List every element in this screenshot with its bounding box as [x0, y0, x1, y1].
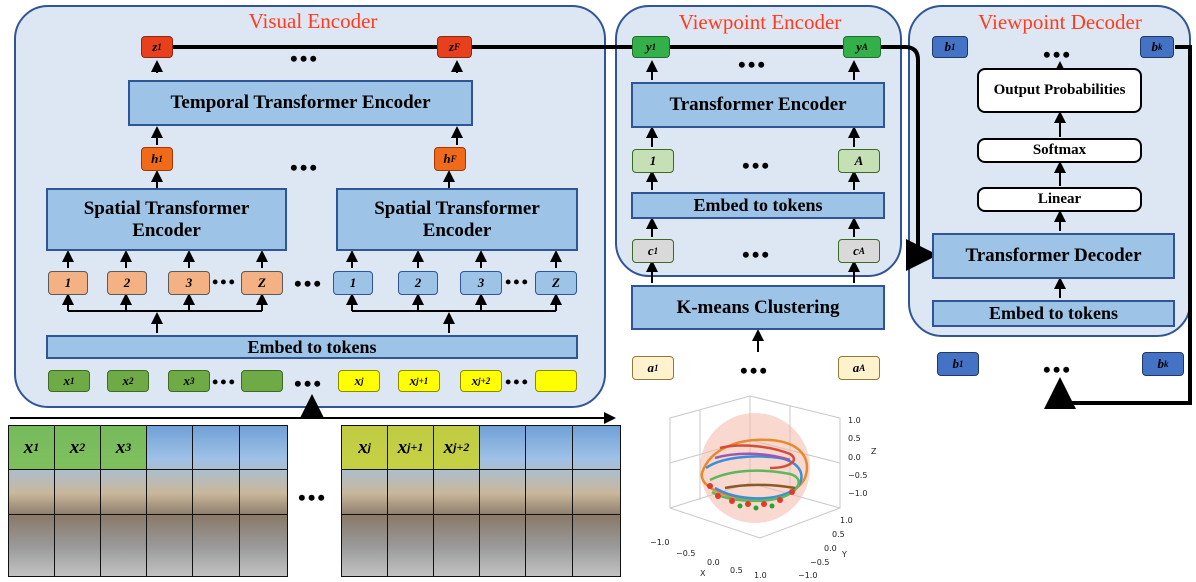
z-axis-label: Z	[871, 447, 877, 456]
viewpoint-decoder-title: Viewpoint Decoder	[978, 10, 1142, 34]
x-tick--0.5: −0.5	[676, 549, 696, 558]
y-tick-0.5: 0.5	[832, 530, 845, 539]
viewpoint-embed-to-tokens-block: Embed to tokens	[631, 192, 885, 219]
y-axis-label: Y	[842, 550, 847, 559]
y-tick--1.0: −1.0	[798, 571, 818, 580]
b-ellipsis-bottom: •••	[1043, 357, 1073, 382]
z-tick--0.5: −0.5	[848, 471, 868, 480]
b-ellipsis-top: •••	[1043, 42, 1073, 67]
patch-token-2: 2	[107, 271, 147, 295]
spatial-transformer-encoder-block-left: Spatial Transformer Encoder	[46, 188, 287, 251]
temporal-transformer-encoder-block: Temporal Transformer Encoder	[128, 80, 473, 126]
softmax-block: Softmax	[977, 138, 1142, 163]
patch-token-2: 2	[398, 271, 438, 295]
transformer-encoder-block: Transformer Encoder	[631, 82, 885, 128]
y-ellipsis: •••	[738, 52, 768, 77]
h-ellipsis: •••	[290, 155, 320, 180]
x-token-blank	[241, 370, 283, 392]
y-tick-0.0: 0.0	[824, 544, 837, 553]
z-tick-1.0: 1.0	[848, 416, 861, 425]
num-ellipsis: •••	[742, 153, 772, 178]
transformer-decoder-block: Transformer Decoder	[932, 233, 1175, 279]
patch-token-3: 3	[168, 271, 210, 295]
decoder-embed-to-tokens-block: Embed to tokens	[932, 300, 1175, 327]
y-tick--0.5: −0.5	[810, 558, 830, 567]
c-ellipsis: •••	[742, 242, 772, 267]
k-means-clustering-block: K-means Clustering	[631, 285, 885, 330]
a-ellipsis: •••	[740, 358, 770, 383]
output-probabilities-block: Output Probabilities	[977, 68, 1142, 113]
x-ellipsis-left: •••	[212, 372, 237, 392]
patch-ellipsis-right: •••	[505, 272, 530, 292]
x-token-blank	[535, 370, 577, 392]
patch-token-1: 1	[333, 271, 373, 295]
x-ellipsis-right: •••	[505, 372, 530, 392]
x-axis-label: X	[700, 569, 706, 578]
x-group-ellipsis: •••	[294, 371, 324, 396]
spatial-transformer-encoder-block-right: Spatial Transformer Encoder	[336, 188, 578, 251]
viewpoint-sphere-plot	[669, 395, 841, 539]
embed-to-tokens-block: Embed to tokens	[46, 335, 578, 359]
patch-group-ellipsis: •••	[294, 271, 324, 296]
x-tick-1.0: 1.0	[754, 571, 767, 580]
frames-ellipsis: •••	[298, 485, 328, 510]
y-tick-1.0: 1.0	[840, 516, 853, 525]
patch-token-1: 1	[48, 271, 88, 295]
z-tick-0.0: 0.0	[848, 453, 861, 462]
viewpoint-num-token-A: A	[838, 149, 880, 173]
patch-ellipsis-left: •••	[212, 272, 237, 292]
patch-token-Z: Z	[535, 271, 577, 295]
z-tick-0.5: 0.5	[848, 434, 861, 443]
z-ellipsis: •••	[290, 46, 320, 71]
patch-token-3: 3	[460, 271, 502, 295]
z-tick--1.0: −1.0	[848, 489, 868, 498]
x-tick--1.0: −1.0	[650, 538, 670, 547]
viewpoint-num-token-1: 1	[632, 149, 674, 173]
viewpoint-encoder-title: Viewpoint Encoder	[678, 10, 842, 34]
visual-encoder-title: Visual Encoder	[248, 9, 378, 33]
x-tick-0.5: 0.5	[730, 566, 743, 575]
x-tick-0.0: 0.0	[707, 558, 720, 567]
linear-block: Linear	[977, 187, 1142, 212]
patch-token-Z: Z	[241, 271, 283, 295]
